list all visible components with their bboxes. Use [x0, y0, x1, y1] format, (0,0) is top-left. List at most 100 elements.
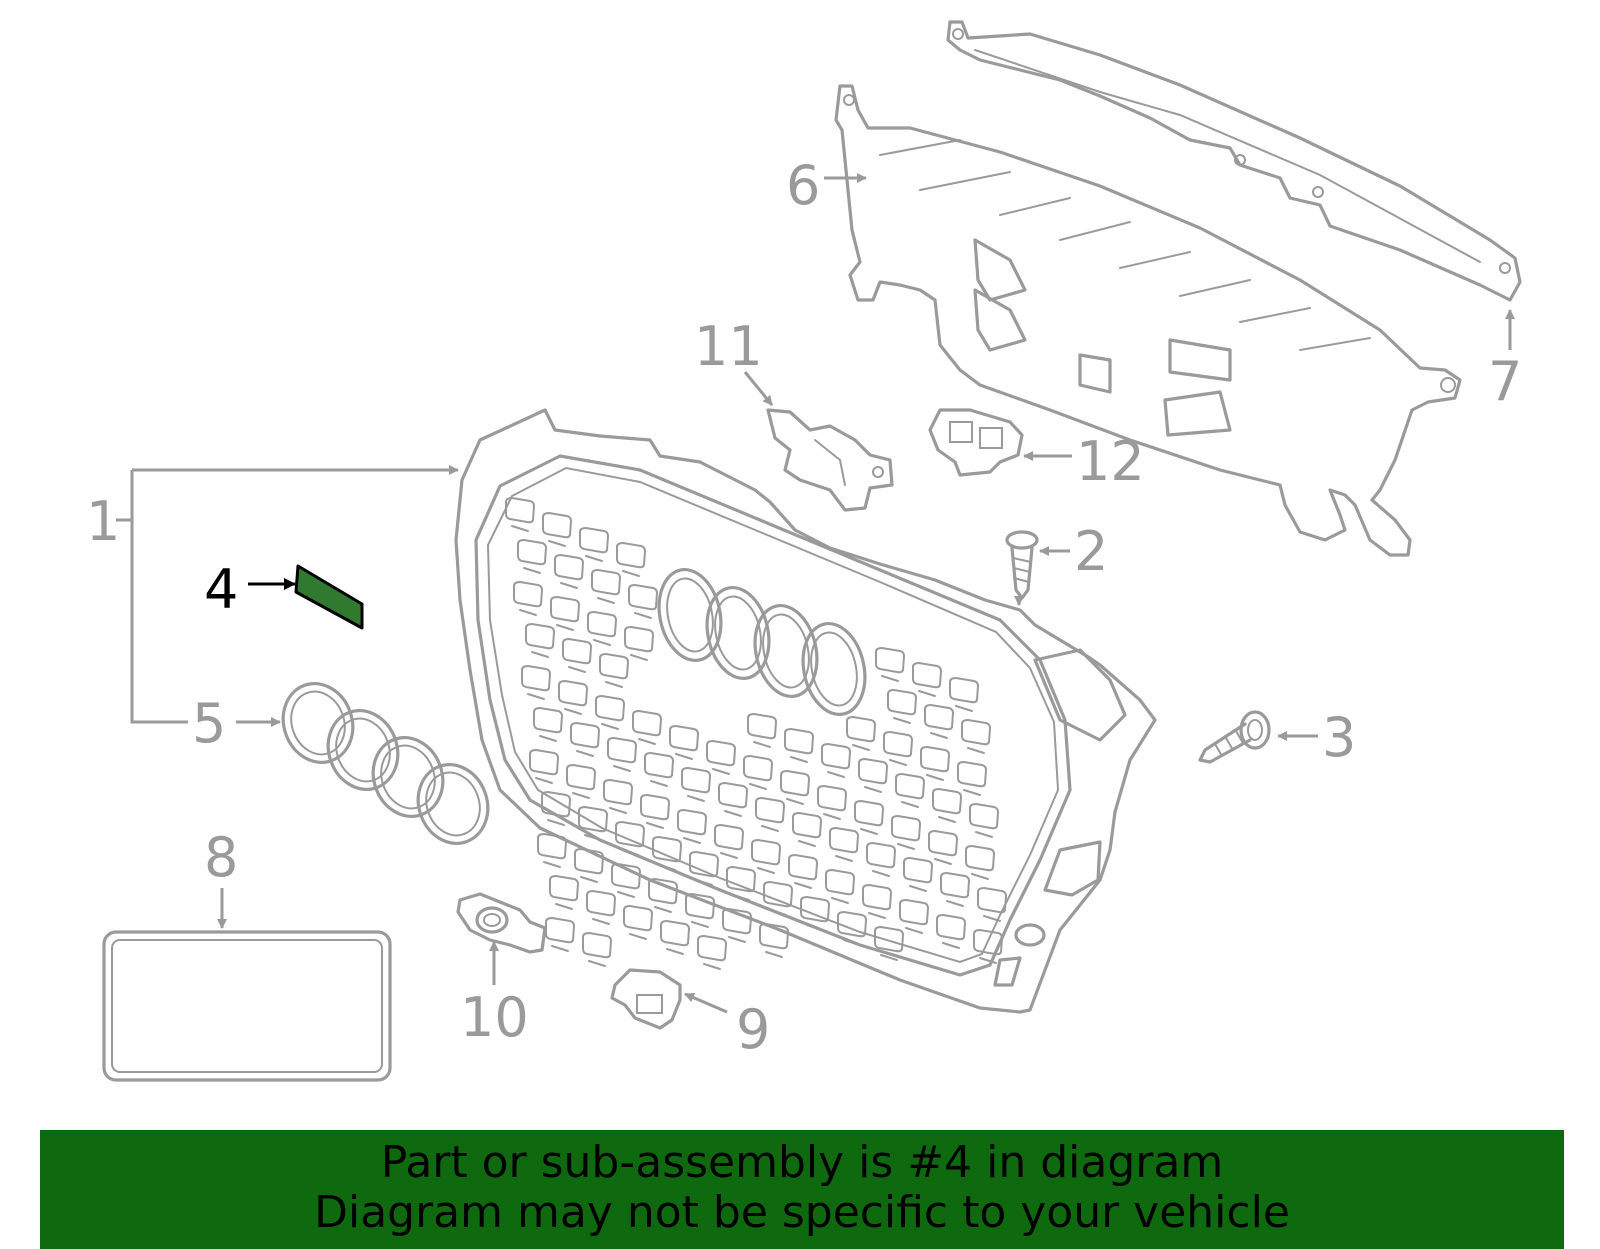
- honeycomb-slat: [547, 819, 565, 826]
- honeycomb-slat: [572, 792, 590, 799]
- honeycomb-slat: [683, 837, 701, 844]
- honeycomb-slat: [638, 738, 656, 745]
- honeycomb-cell: [616, 541, 647, 569]
- callout-5: 5: [192, 692, 226, 755]
- honeycomb-slat: [946, 900, 964, 907]
- honeycomb-slat: [695, 879, 713, 886]
- honeycomb-cell: [949, 676, 980, 704]
- honeycomb-slat: [535, 777, 553, 784]
- part-12-clip[interactable]: [928, 408, 1024, 477]
- honeycomb-cell: [722, 907, 753, 935]
- honeycomb-cell: [961, 718, 992, 746]
- honeycomb-cell: [525, 622, 556, 650]
- honeycomb-cell: [912, 661, 943, 689]
- honeycomb-cell: [537, 832, 568, 860]
- honeycomb-slat: [634, 612, 652, 619]
- honeycomb-cell: [628, 583, 659, 611]
- honeycomb-slat: [580, 876, 598, 883]
- part-11-bracket[interactable]: [766, 408, 894, 512]
- honeycomb-cell: [932, 787, 963, 815]
- honeycomb-cell: [611, 862, 642, 890]
- part-8-badge-plate[interactable]: [102, 930, 392, 1082]
- honeycomb-cell: [759, 922, 790, 950]
- part-2-screw[interactable]: [1005, 530, 1039, 600]
- callout-6: 6: [786, 154, 820, 217]
- honeycomb-cell: [747, 712, 778, 740]
- honeycomb-cell: [714, 823, 745, 851]
- honeycomb-cell: [817, 784, 848, 812]
- honeycomb-cell: [726, 865, 757, 893]
- honeycomb-slat: [868, 912, 886, 919]
- part-9-clip[interactable]: [610, 968, 682, 1030]
- honeycomb-slat: [646, 822, 664, 829]
- part-7-upper-bracket[interactable]: [946, 20, 1522, 302]
- honeycomb-slat: [720, 852, 738, 859]
- honeycomb-slat: [955, 705, 973, 712]
- honeycomb-cell: [566, 763, 597, 791]
- honeycomb-cell: [632, 709, 663, 737]
- part-5-emblem-rings[interactable]: [272, 674, 498, 853]
- honeycomb-cell: [615, 820, 646, 848]
- honeycomb-slat: [872, 870, 890, 877]
- honeycomb-cell: [570, 721, 601, 749]
- honeycomb-cell: [644, 751, 675, 779]
- honeycomb-slat: [761, 825, 779, 832]
- part-1-grille[interactable]: [454, 408, 1157, 1014]
- honeycomb-slat: [930, 732, 948, 739]
- honeycomb-slat: [794, 882, 812, 889]
- honeycomb-slat: [617, 891, 635, 898]
- honeycomb-cell: [513, 580, 544, 608]
- part-4-highlighted-strip[interactable]: [294, 564, 364, 630]
- honeycomb-cell: [903, 856, 934, 884]
- honeycomb-cell: [554, 553, 585, 581]
- part-3-screw[interactable]: [1198, 710, 1271, 764]
- honeycomb-slat: [568, 666, 586, 673]
- honeycomb-cell: [558, 679, 589, 707]
- honeycomb-cell: [545, 916, 576, 944]
- honeycomb-cell: [681, 766, 712, 794]
- honeycomb-slat: [728, 936, 746, 943]
- honeycomb-cell: [743, 754, 774, 782]
- honeycomb-cell: [578, 805, 609, 833]
- honeycomb-cell: [874, 925, 905, 953]
- part-10-sensor-holder[interactable]: [456, 892, 547, 954]
- honeycomb-slat: [597, 597, 615, 604]
- honeycomb-cell: [550, 595, 581, 623]
- honeycomb-cell: [689, 850, 720, 878]
- honeycomb-slat: [556, 624, 574, 631]
- honeycomb-slat: [798, 840, 816, 847]
- honeycomb-cell: [821, 742, 852, 770]
- honeycomb-cell: [854, 799, 885, 827]
- honeycomb-cell: [866, 841, 897, 869]
- honeycomb-slat: [605, 681, 623, 688]
- honeycomb-cell: [623, 904, 654, 932]
- honeycomb-slat: [732, 894, 750, 901]
- honeycomb-slat: [926, 774, 944, 781]
- honeycomb-slat: [967, 747, 985, 754]
- honeycomb-cell: [521, 664, 552, 692]
- part-6-air-guide[interactable]: [834, 84, 1462, 557]
- honeycomb-cell: [505, 496, 536, 524]
- honeycomb-slat: [527, 693, 545, 700]
- info-banner: Part or sub-assembly is #4 in diagram Di…: [40, 1130, 1564, 1249]
- honeycomb-slat: [592, 918, 610, 925]
- honeycomb-slat: [712, 768, 730, 775]
- leader-lines: [116, 173, 1515, 1014]
- parts-diagram: 1 2 3 4 5 6 7 8 9 10 11 12: [86, 20, 1522, 1082]
- honeycomb-cell: [607, 736, 638, 764]
- honeycomb-slat: [753, 741, 771, 748]
- grille-rings-emblem: [657, 567, 867, 717]
- honeycomb-slat: [942, 942, 960, 949]
- honeycomb-cell: [751, 838, 782, 866]
- honeycomb-slat: [881, 675, 899, 682]
- callout-11: 11: [694, 315, 763, 378]
- callout-2: 2: [1074, 520, 1108, 583]
- honeycomb-slat: [585, 555, 603, 562]
- honeycomb-cell: [706, 739, 737, 767]
- honeycomb-cell: [718, 781, 749, 809]
- honeycomb-slat: [901, 801, 919, 808]
- honeycomb-cell: [685, 892, 716, 920]
- honeycomb-slat: [979, 957, 997, 964]
- honeycomb-slat: [576, 750, 594, 757]
- honeycomb-slat: [511, 525, 529, 532]
